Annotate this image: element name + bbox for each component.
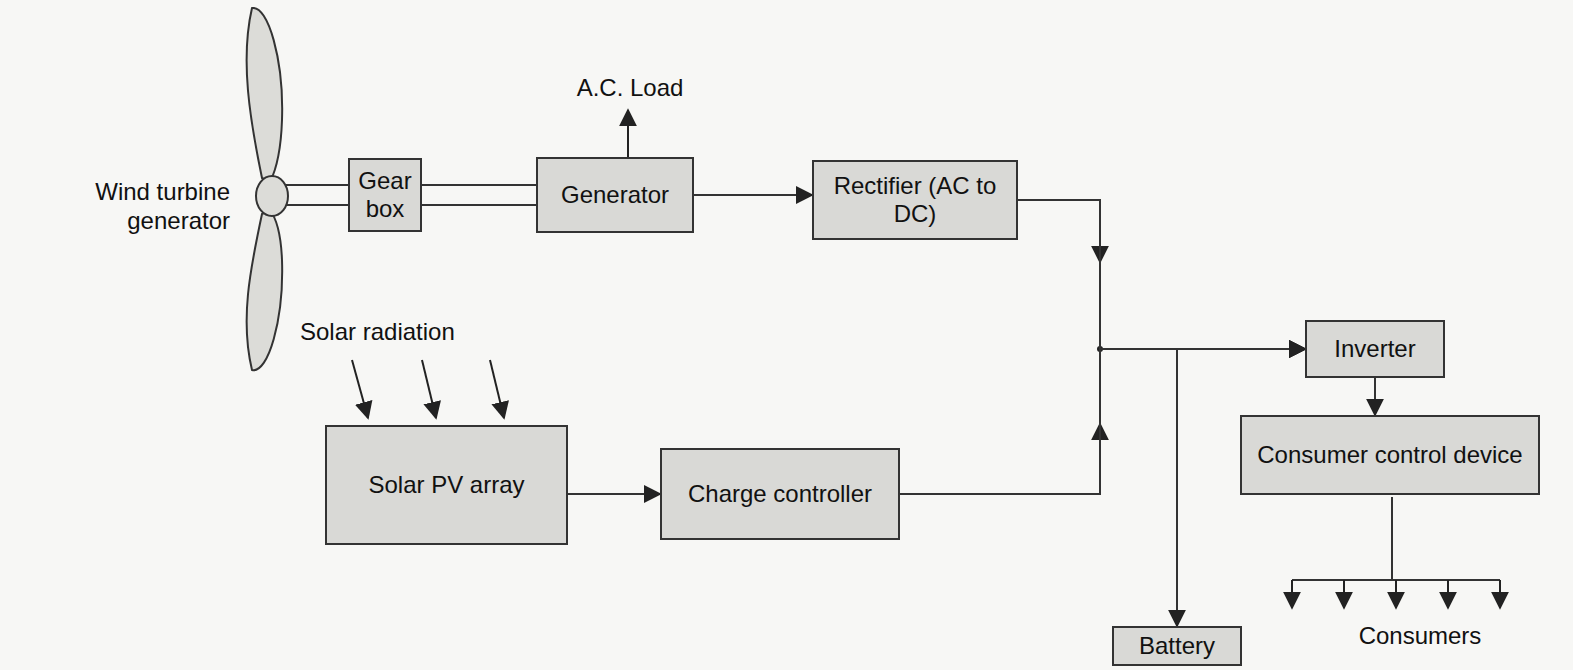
rectifier-box: Rectifier (AC to DC) [812, 160, 1018, 240]
load-label: A.C. Load [520, 74, 740, 103]
distribution-line [1292, 497, 1500, 580]
consumers-label: Consumers [1320, 622, 1520, 651]
battery-box: Battery [1112, 626, 1242, 666]
turbine-blade [247, 8, 283, 182]
box-text: Solar PV array [368, 471, 524, 499]
ac-load-arrow [627, 110, 629, 157]
control-device-box: Consumer control device [1240, 415, 1540, 495]
turbine-label: Wind turbine generator [10, 178, 230, 236]
solar-array-box: Solar PV array [325, 425, 568, 545]
turbine-blade [247, 210, 283, 370]
connector [1018, 200, 1305, 349]
consumer-arrow [1343, 580, 1345, 608]
consumer-arrow [1447, 580, 1449, 608]
consumer-arrow [1395, 580, 1397, 608]
gear-box: Gear box [348, 158, 422, 232]
generator-box: Generator [536, 157, 694, 233]
box-text: Inverter [1334, 335, 1415, 363]
consumer-arrow [1499, 580, 1501, 608]
charge-controller-box: Charge controller [660, 448, 900, 540]
box-text: Generator [561, 181, 669, 209]
box-text: Consumer control device [1257, 441, 1522, 469]
connector [422, 185, 536, 205]
radiation-arrow [422, 360, 436, 418]
shaft [286, 185, 348, 205]
connector [568, 493, 660, 495]
box-text: Rectifier (AC to DC) [824, 172, 1006, 227]
radiation-label: Solar radiation [300, 318, 550, 347]
box-text: Charge controller [688, 480, 872, 508]
radiation-arrow [490, 360, 504, 418]
connector [1374, 378, 1376, 415]
turbine-hub [256, 176, 288, 216]
inverter-box: Inverter [1305, 320, 1445, 378]
box-text: Battery [1139, 632, 1215, 660]
consumer-arrow [1291, 580, 1293, 608]
radiation-arrow [352, 360, 368, 418]
box-text: Gear box [358, 167, 411, 222]
connector [694, 194, 812, 196]
